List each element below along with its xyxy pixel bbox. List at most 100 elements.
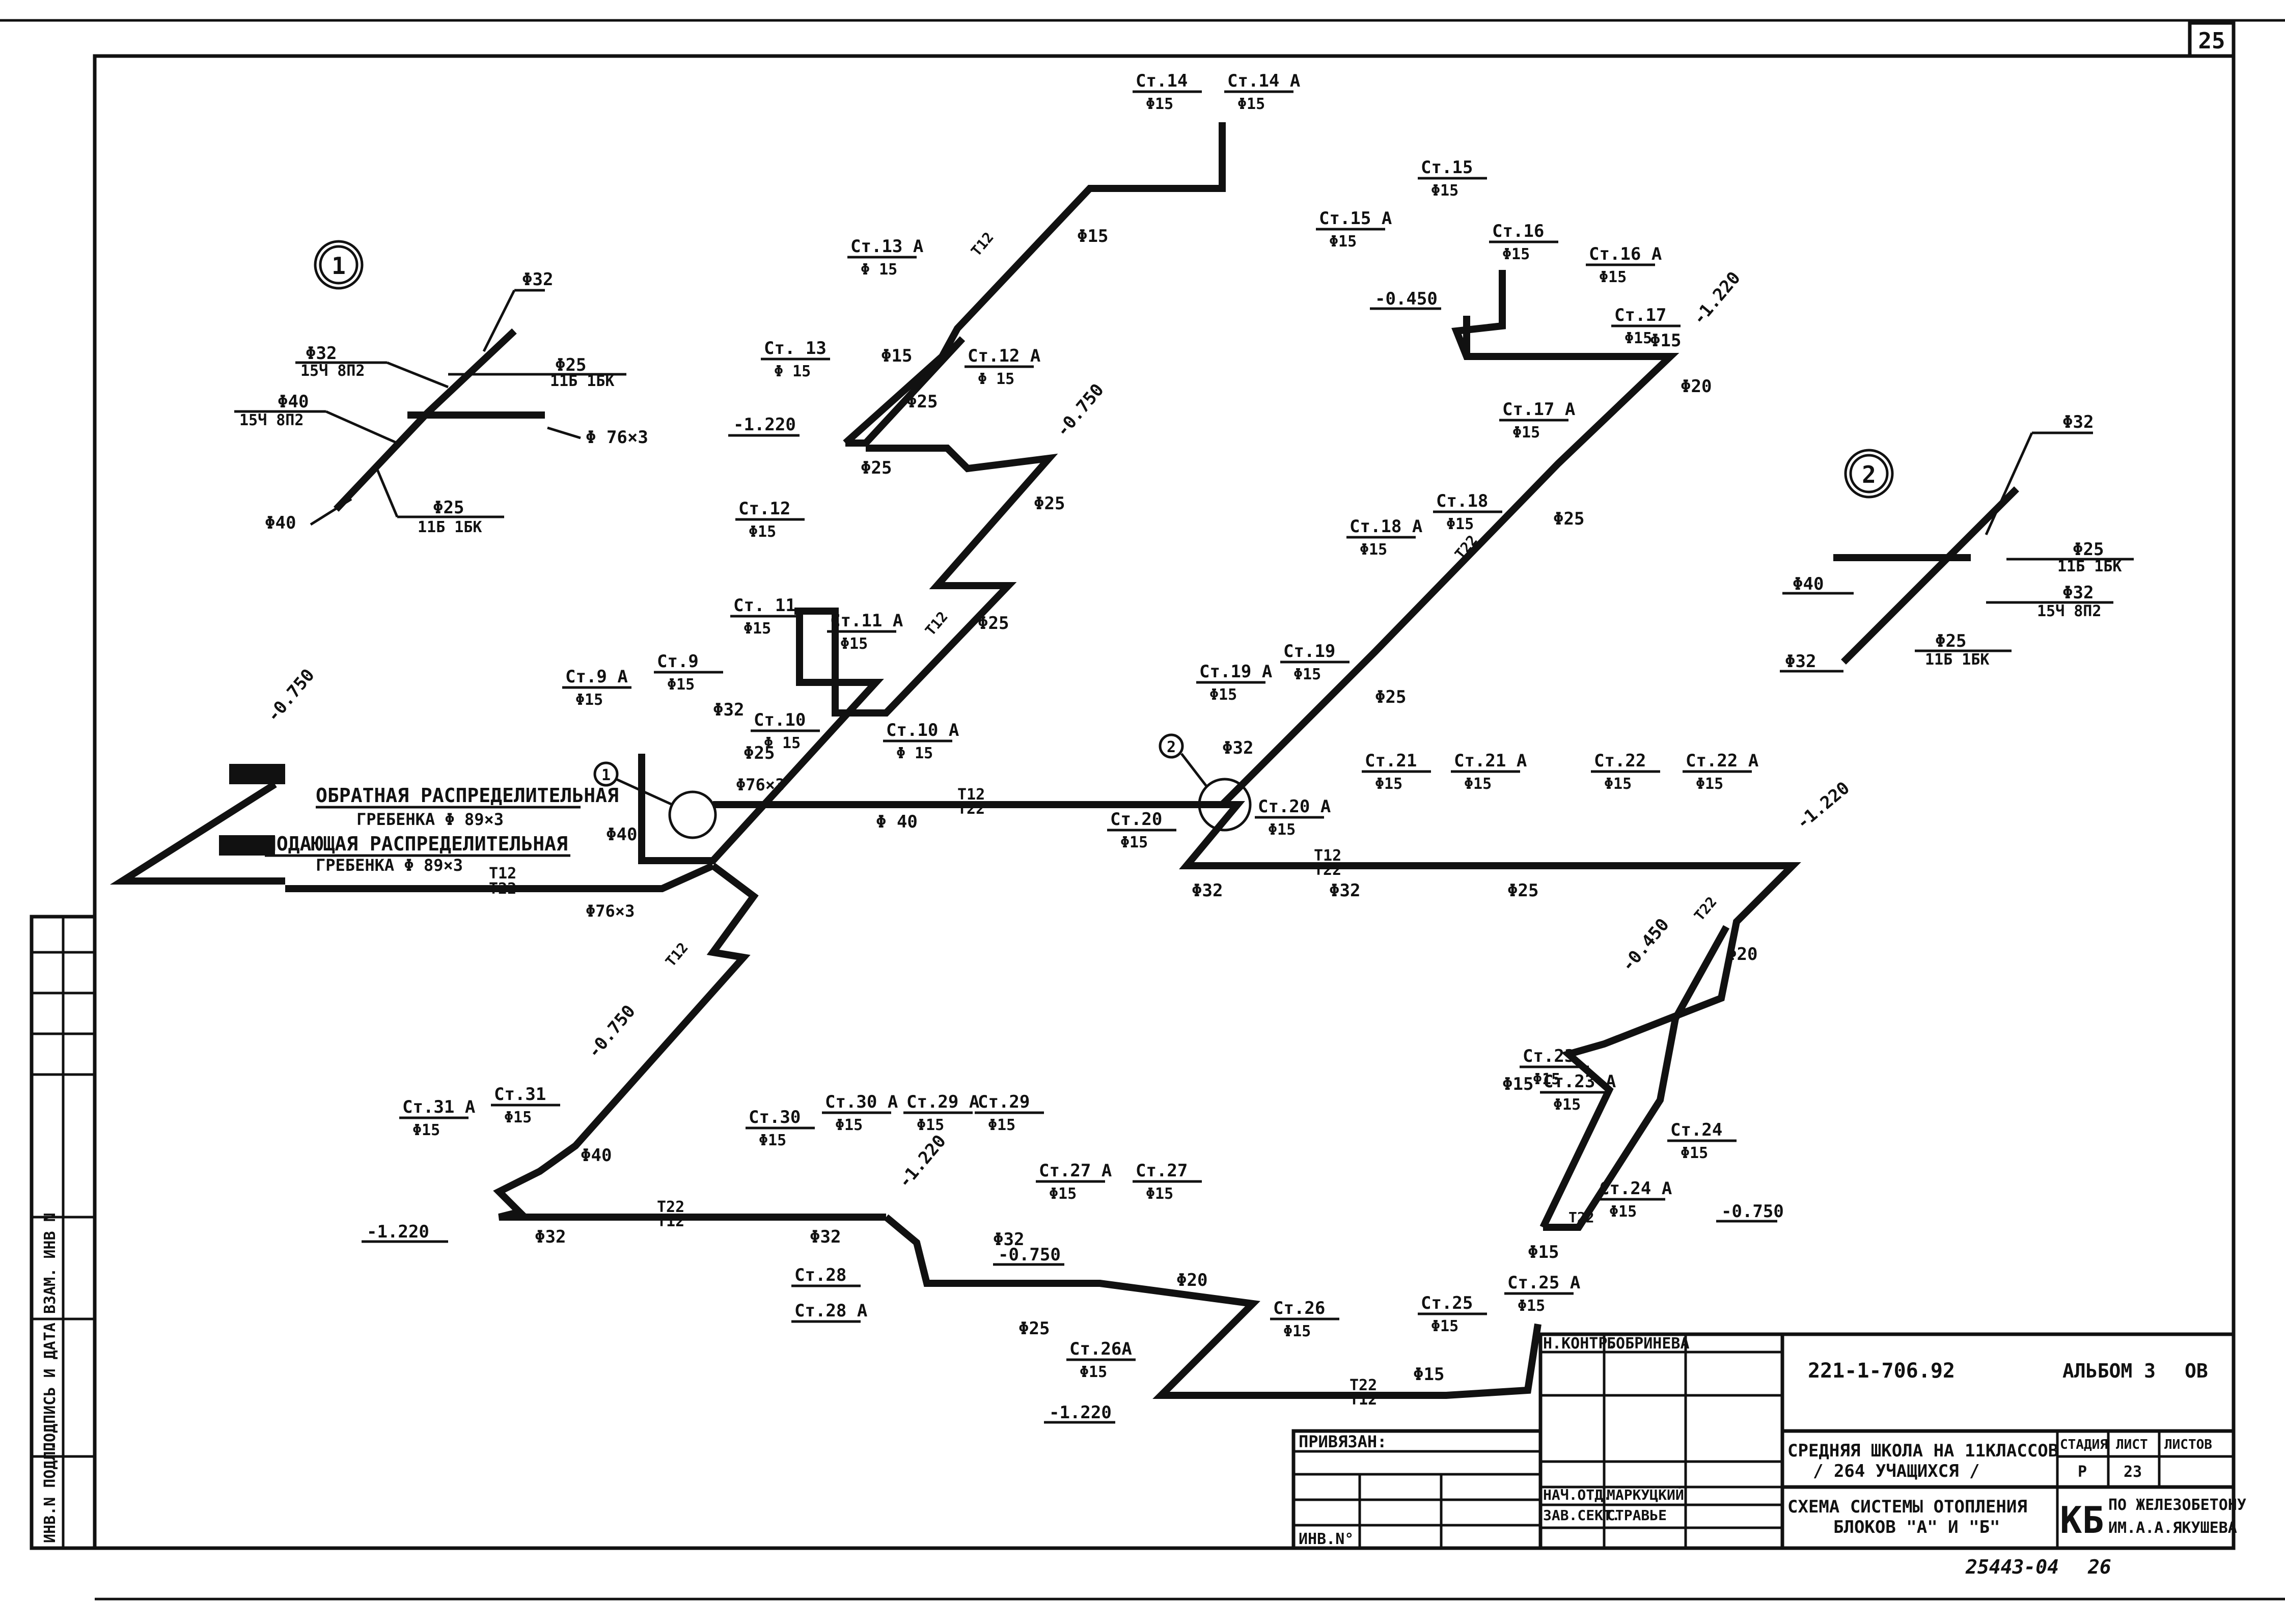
svg-text:15Ч 8П2: 15Ч 8П2 (300, 362, 365, 380)
svg-text:Φ32: Φ32 (810, 1227, 841, 1247)
riser-diameter: Φ15 (917, 1116, 944, 1134)
svg-text:ПО ЖЕЛЕЗОБЕТОНУ: ПО ЖЕЛЕЗОБЕТОНУ (2108, 1496, 2246, 1514)
riser-name: Ст.15 (1421, 157, 1473, 178)
svg-text:Φ32: Φ32 (993, 1229, 1024, 1250)
riser-diameter: Φ15 (575, 691, 603, 709)
svg-text:-1.220: -1.220 (1049, 1402, 1112, 1423)
riser-name: Ст.29 А (906, 1092, 979, 1112)
doc-code: 221-1-706.92 (1808, 1359, 1955, 1383)
vzam-label: ВЗАМ. ИНВ N (41, 1213, 59, 1314)
riser-diameter: Φ15 (1120, 834, 1148, 851)
svg-text:Φ25: Φ25 (555, 355, 586, 375)
return-manifold-comb (229, 764, 285, 784)
svg-text:Т22: Т22 (489, 880, 516, 898)
riser-diameter: Φ15 (988, 1116, 1015, 1134)
svg-text:БЛОКОВ "А" И "Б": БЛОКОВ "А" И "Б" (1833, 1517, 2000, 1537)
riser-diameter: Φ15 (1049, 1185, 1077, 1203)
riser-name: Ст.10 (754, 710, 806, 730)
riser-diameter: Φ15 (1237, 95, 1265, 113)
svg-text:Φ25: Φ25 (1935, 631, 1966, 651)
riser-diameter: Φ15 (1609, 1203, 1637, 1221)
svg-text:МАРКУЦКИЙ: МАРКУЦКИЙ (1607, 1486, 1684, 1503)
riser-name: Ст.29 (978, 1092, 1030, 1112)
riser-diameter: Φ15 (1599, 268, 1627, 286)
riser-name: Ст.21 А (1454, 751, 1527, 771)
svg-text:СТРАВЬЕ: СТРАВЬЕ (1607, 1507, 1667, 1524)
pipe-diameter-labels: Φ15 Φ15 Φ25 Φ25 Φ25 Φ25 Φ32 Φ25 Φ76×3 Φ … (535, 226, 1757, 1385)
svg-text:ИНВ.N°: ИНВ.N° (1299, 1530, 1354, 1548)
riser-name: Ст.31 (494, 1084, 546, 1105)
riser-name: Ст.18 (1436, 491, 1488, 511)
riser-diameter: Φ15 (1209, 686, 1237, 704)
svg-text:Φ25: Φ25 (744, 743, 775, 763)
riser-name: Ст.15 А (1319, 208, 1392, 229)
riser-name: Ст.28 А (794, 1301, 867, 1321)
svg-text:Φ32: Φ32 (535, 1227, 566, 1247)
svg-text:Φ25: Φ25 (1034, 493, 1065, 514)
svg-text:-0.750: -0.750 (1052, 380, 1108, 441)
svg-text:АЛЬБОМ 3: АЛЬБОМ 3 (2062, 1360, 2156, 1382)
svg-text:ГРЕБЕНКА Φ 89×3: ГРЕБЕНКА Φ 89×3 (356, 810, 504, 829)
svg-text:2: 2 (1167, 738, 1176, 756)
riser-diameter: Φ15 (835, 1116, 863, 1134)
svg-text:Т12: Т12 (662, 940, 692, 970)
riser-name: Ст.17 А (1502, 399, 1575, 420)
riser-diameter: Φ15 (1681, 1144, 1708, 1162)
riser-name: Ст.20 (1110, 809, 1162, 830)
side-stamp: ИНВ.N ПОДЛ. ПОДПИСЬ И ДАТА ВЗАМ. ИНВ N (30, 915, 97, 1550)
svg-text:ЛИСТ: ЛИСТ (2116, 1437, 2148, 1452)
svg-text:Φ15: Φ15 (881, 346, 912, 366)
riser-diameter: Φ15 (1146, 1185, 1173, 1203)
riser-name: Ст.24 А (1599, 1178, 1672, 1199)
svg-text:-0.750: -0.750 (584, 1001, 640, 1062)
svg-text:Φ32: Φ32 (1329, 880, 1360, 901)
riser-label: Ст. 13Φ 15 (761, 338, 830, 380)
supply-manifold-comb (219, 835, 275, 856)
svg-text:БОБРИНЕВА: БОБРИНЕВА (1607, 1335, 1690, 1353)
svg-text:СТАДИЯ: СТАДИЯ (2060, 1437, 2108, 1452)
svg-text:Φ15: Φ15 (1502, 1074, 1533, 1094)
riser-label: Ст.28 (791, 1265, 861, 1287)
riser-name: Ст.26А (1069, 1339, 1132, 1359)
riser-label: Ст.29 А Φ15 (903, 1092, 979, 1134)
riser-diameter: Φ 15 (861, 261, 897, 279)
return-manifold-label: ОБРАТНАЯ РАСПРЕДЕЛИТЕЛЬНАЯ (316, 784, 619, 807)
node-2-marker: 2 (1844, 449, 1894, 499)
svg-text:ПРИВЯЗАН:: ПРИВЯЗАН: (1299, 1432, 1387, 1451)
riser-diameter: Φ15 (504, 1109, 532, 1126)
riser-label: Ст.10 Φ 15 (751, 710, 820, 752)
riser-name: Ст.10 А (886, 720, 959, 740)
riser-diameter: Φ15 (1146, 95, 1173, 113)
svg-text:-1.220: -1.220 (894, 1131, 950, 1192)
svg-text:11Б 1БК: 11Б 1БК (418, 518, 482, 536)
riser-name: Ст.12 А (968, 346, 1040, 366)
riser-diameter: Φ 15 (764, 734, 801, 752)
riser-name: Ст.30 А (825, 1092, 898, 1112)
svg-text:-0.750: -0.750 (1721, 1201, 1784, 1222)
svg-text:Φ32: Φ32 (2062, 412, 2094, 432)
svg-text:Φ25: Φ25 (433, 498, 464, 518)
riser-diameter: Φ 15 (978, 370, 1014, 388)
svg-text:Т12: Т12 (957, 786, 985, 804)
riser-name: Ст. 13 (764, 338, 827, 359)
svg-text:Φ25: Φ25 (1507, 880, 1538, 901)
riser-diameter: Φ15 (840, 635, 868, 653)
riser-name: Ст.12 (738, 499, 790, 519)
riser-diameter: Φ15 (1553, 1096, 1581, 1114)
